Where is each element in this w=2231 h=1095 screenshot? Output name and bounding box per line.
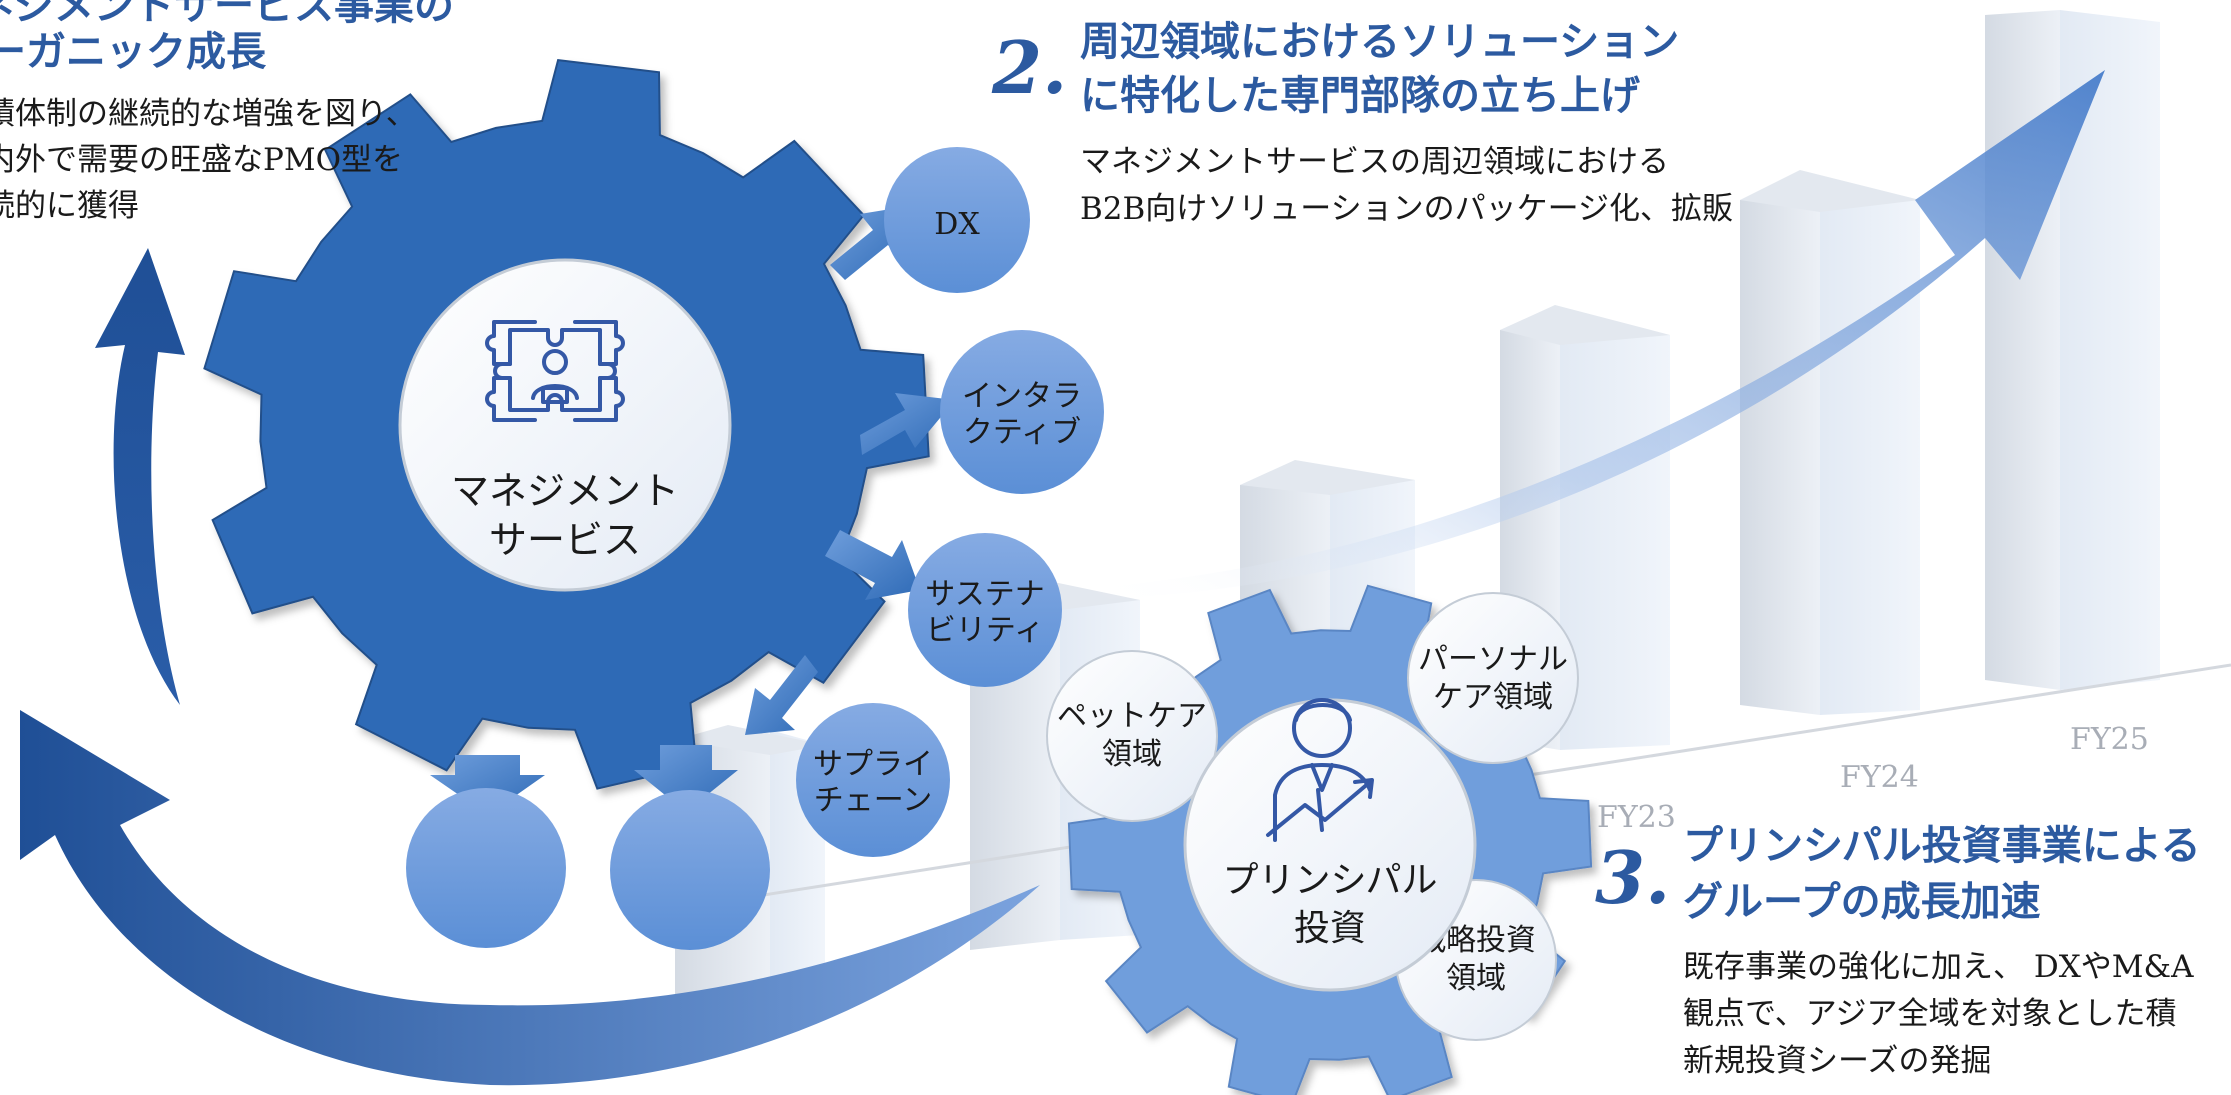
section-2-number: 2. (992, 25, 1068, 110)
section-1-title-line-2: ーガニック成長 (0, 28, 266, 75)
section-3-body-line-2: 観点で、アジア全域を対象とした積 (1683, 996, 2177, 1032)
domain-personal-care[interactable]: パーソナル ケア領域 (1407, 592, 1579, 764)
arrow-to-sustainability (825, 530, 920, 600)
svg-text:ケア領域: ケア領域 (1433, 680, 1553, 715)
investment-label-line-1: プリンシパル (1223, 860, 1438, 901)
section-1-body-line-2: 内外で需要の旺盛なPMO型を (0, 142, 404, 178)
section-3-title-line-1: プリンシパル投資事業による (1683, 822, 2201, 869)
svg-text:領域: 領域 (1446, 961, 1506, 996)
management-label-line-1: マネジメント (451, 469, 679, 513)
section-3-title-line-2: グループの成長加速 (1683, 878, 2041, 925)
solution-arrows (430, 205, 955, 815)
section-2-title-line-2: に特化した専門部隊の立ち上げ (1080, 72, 1640, 119)
section-2-body-line-2: B2B向けソリューションのパッケージ化、拡販 (1080, 191, 1734, 227)
loop-arrow (20, 710, 1040, 1086)
section-1-title-line-1: ネジメントサービス事業の (0, 0, 454, 29)
svg-text:サプライ: サプライ (813, 747, 933, 782)
svg-text:パーソナル: パーソナル (1418, 642, 1568, 677)
section-3-body-line-1: 既存事業の強化に加え、 DXやM&A (1683, 949, 2194, 985)
growth-person-icon (1266, 698, 1374, 842)
section-2-title-line-1: 周辺領域におけるソリューション (1080, 18, 1680, 65)
investment-domains: ペットケア 領域 パーソナル ケア領域 戦略投資 領域 (1046, 592, 1579, 1041)
svg-text:チェーン: チェーン (814, 783, 933, 818)
management-label: マネジメント サービス (451, 469, 679, 562)
arrow-to-interactive (860, 393, 955, 455)
solution-circles: DX インタラ クティブ サステナ ビリティ サプライ チェーン (406, 147, 1104, 950)
section-3-number: 3. (1595, 835, 1671, 920)
svg-text:DX: DX (934, 207, 980, 242)
svg-text:クティブ: クティブ (963, 415, 1081, 450)
solution-empty-2 (610, 790, 770, 950)
section-3-body-line-3: 新規投資シーズの発掘 (1683, 1043, 1992, 1079)
section-2-body-line-1: マネジメントサービスの周辺領域における (1080, 144, 1669, 180)
fy-label-2: FY24 (1840, 760, 1919, 795)
section-1-body-line-3: 続的に獲得 (0, 188, 139, 224)
investment-label-line-2: 投資 (1294, 908, 1366, 949)
arrow-down-right (634, 745, 738, 812)
puzzle-person-icon (485, 320, 625, 422)
fy-label-3: FY25 (2070, 722, 2149, 757)
bar-5 (1740, 170, 1920, 715)
arrow-to-supply-chain (745, 655, 818, 735)
arrow-down-left (430, 755, 545, 815)
svg-text:ビリティ: ビリティ (926, 613, 1044, 648)
solution-sustainability[interactable]: サステナ ビリティ (908, 533, 1062, 687)
solution-interactive[interactable]: インタラ クティブ (940, 330, 1104, 494)
management-gear-center (398, 258, 732, 592)
svg-text:領域: 領域 (1102, 737, 1162, 772)
svg-text:サステナ: サステナ (925, 577, 1044, 612)
fy-label-1: FY23 (1597, 800, 1676, 835)
management-label-line-2: サービス (489, 518, 641, 562)
domain-pet-care[interactable]: ペットケア 領域 (1046, 650, 1218, 822)
solution-empty-1 (406, 788, 566, 948)
left-arc-arrow (95, 248, 185, 705)
svg-text:インタラ: インタラ (962, 379, 1082, 414)
investment-label: プリンシパル 投資 (1223, 860, 1438, 949)
svg-text:ペットケア: ペットケア (1057, 699, 1207, 734)
solution-dx[interactable]: DX (884, 147, 1030, 293)
section-1-body-line-1: 積体制の継続的な増強を図り、 (0, 96, 417, 132)
solution-supply-chain[interactable]: サプライ チェーン (796, 703, 950, 857)
